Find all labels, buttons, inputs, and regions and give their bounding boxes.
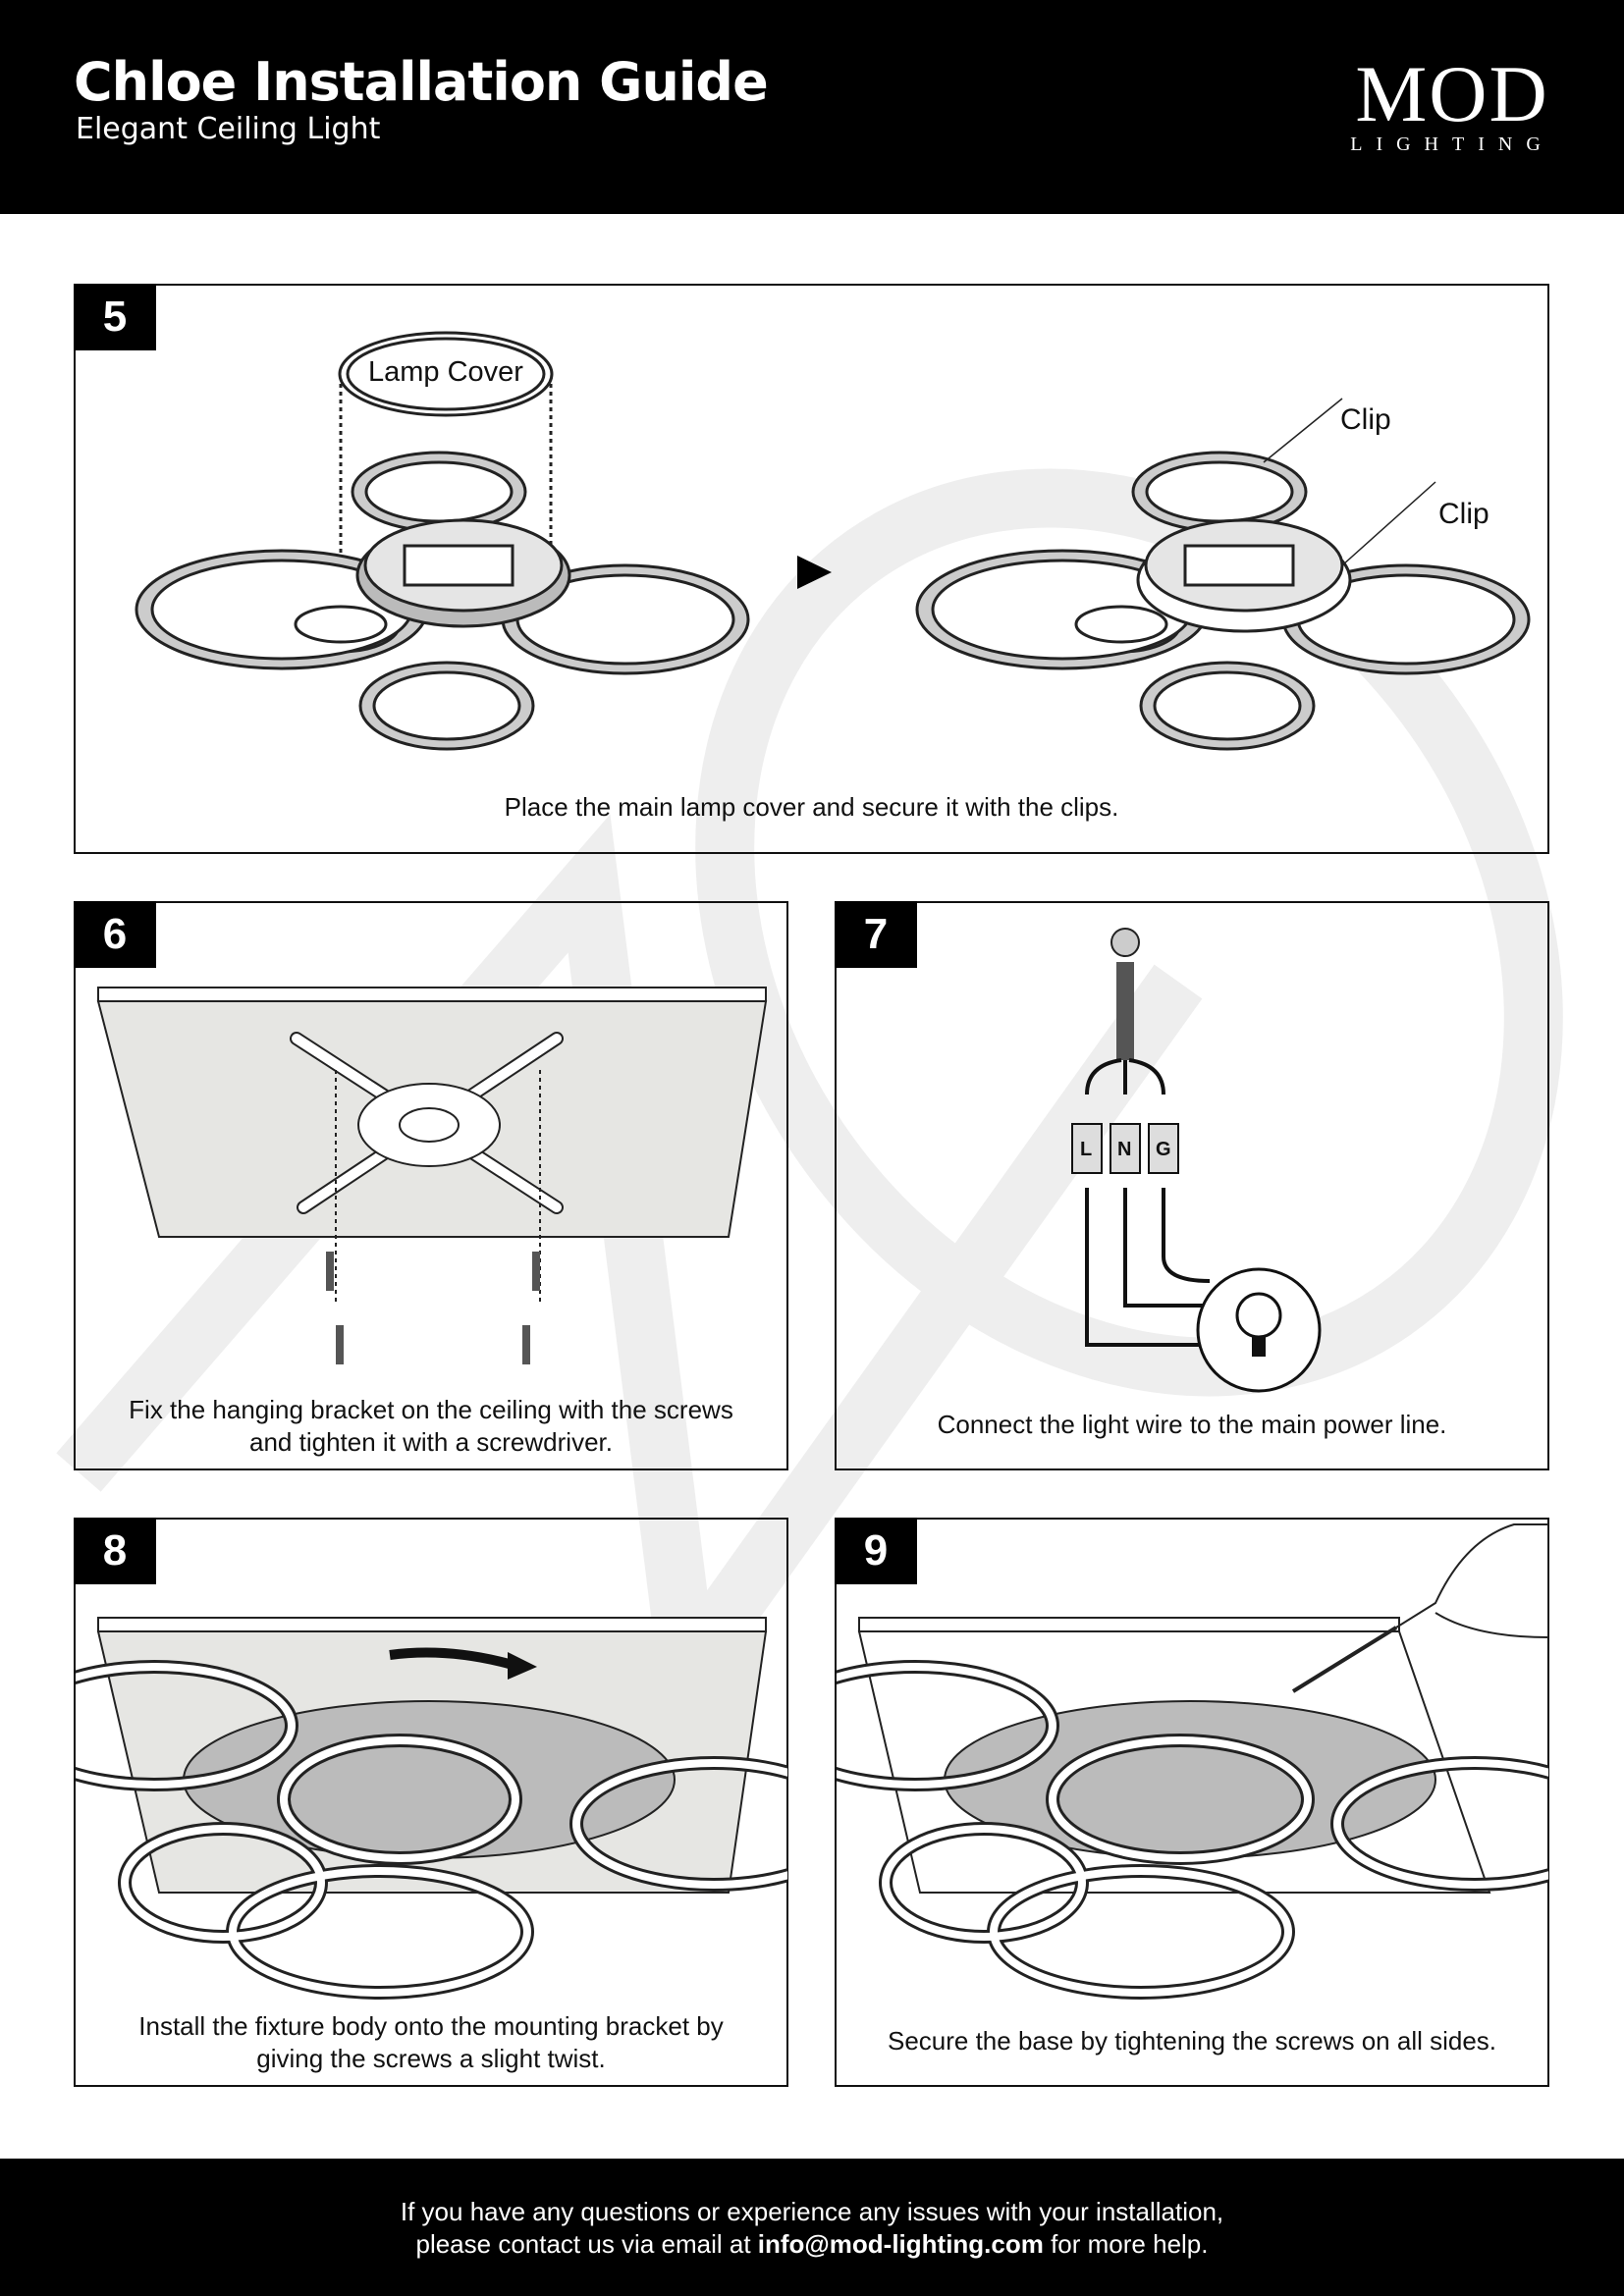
hand-icon (1395, 1523, 1548, 1639)
footer-line: please contact us via email at info@mod-… (0, 2228, 1624, 2261)
step-caption: Install the fixture body onto the mounti… (76, 2010, 786, 2075)
caption-line: Fix the hanging bracket on the ceiling w… (129, 1395, 733, 1424)
terminal-label: N (1117, 1139, 1132, 1160)
header: Chloe Installation Guide Elegant Ceiling… (0, 0, 1624, 214)
page-subtitle: Elegant Ceiling Light (76, 112, 381, 146)
house-icon (1110, 928, 1140, 957)
terminal-label: G (1156, 1139, 1171, 1160)
footer: If you have any questions or experience … (0, 2159, 1624, 2296)
wiring-diagram (1071, 928, 1322, 1393)
caption-line: giving the screws a slight twist. (256, 2044, 606, 2073)
mod-lighting-logo: MOD LIGHTING (1343, 49, 1561, 156)
lamp-cover-illustration (135, 331, 1531, 751)
light-bulb-icon (1235, 1292, 1282, 1339)
step-6-panel: 6 Fix the hanging bracket on the ceiling… (74, 901, 788, 1470)
clip-label: Clip (1340, 403, 1391, 436)
step-5-panel: 5 Lamp Cover Clip Clip Place the main la… (74, 284, 1549, 854)
hanging-bracket-illustration (96, 987, 768, 1364)
arrow-right-icon (797, 556, 832, 589)
terminal-label: L (1080, 1139, 1093, 1160)
step-caption: Secure the base by tightening the screws… (887, 2026, 1497, 2056)
step-8-panel: 8 Install the fixture body onto the moun… (74, 1518, 788, 2087)
lamp-cover-label: Lamp Cover (368, 356, 523, 388)
fixture-install-illustration (76, 1617, 787, 2000)
secure-base-illustration (837, 1523, 1548, 2000)
step-caption: Place the main lamp cover and secure it … (504, 792, 1119, 822)
step-caption: Connect the light wire to the main power… (937, 1410, 1447, 1439)
logo-main: MOD (1355, 49, 1549, 138)
screwdriver-icon (1291, 1626, 1398, 1693)
support-email-link[interactable]: info@mod-lighting.com (757, 2229, 1044, 2259)
step-number: 8 (74, 1518, 156, 1584)
page-title: Chloe Installation Guide (74, 51, 769, 113)
footer-line: If you have any questions or experience … (400, 2197, 1224, 2226)
step-7-panel: 7 L N G Connect the light wire to the ma… (835, 901, 1549, 1470)
logo-sub: LIGHTING (1350, 133, 1554, 155)
caption-line: and tighten it with a screwdriver. (249, 1427, 613, 1457)
clip-label: Clip (1438, 498, 1489, 530)
step-9-panel: 9 Secure the base by tightening the scre… (835, 1518, 1549, 2087)
step-number: 9 (835, 1518, 917, 1584)
step-caption: Fix the hanging bracket on the ceiling w… (76, 1394, 786, 1459)
footer-text: for more help. (1043, 2229, 1209, 2259)
footer-text: please contact us via email at (415, 2229, 758, 2259)
caption-line: Install the fixture body onto the mounti… (138, 2011, 724, 2041)
step-number: 5 (74, 284, 156, 350)
step-number: 7 (835, 901, 917, 968)
step-number: 6 (74, 901, 156, 968)
